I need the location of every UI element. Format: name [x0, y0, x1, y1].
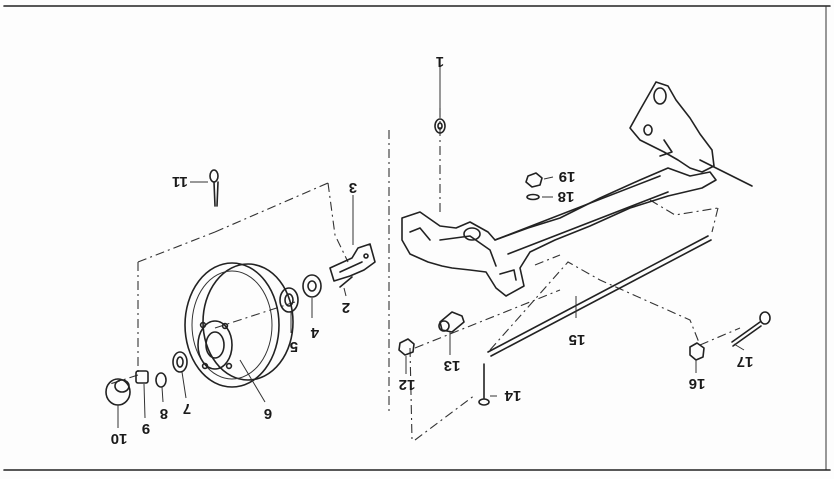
callout-4: 4 — [310, 324, 319, 341]
nut-top — [434, 118, 446, 134]
washer — [155, 372, 167, 388]
callout-15: 15 — [569, 331, 586, 348]
outer-bearing — [172, 351, 188, 373]
callout-2: 2 — [342, 299, 350, 316]
callout-11: 11 — [172, 173, 188, 190]
callout-leaders — [117, 62, 745, 428]
bolt-14 — [478, 363, 490, 406]
callout-17: 17 — [737, 353, 754, 370]
brake-drum — [184, 262, 294, 388]
callout-3: 3 — [349, 179, 357, 196]
seal — [302, 274, 322, 298]
callout-5: 5 — [290, 338, 298, 355]
callout-13: 13 — [444, 357, 461, 374]
trailing-arm-mount — [629, 81, 753, 187]
cotter-pin — [209, 169, 219, 207]
bolt-17 — [731, 311, 771, 347]
nut-lock — [135, 370, 149, 384]
callouts: 1 2 3 4 5 6 7 8 9 10 11 12 13 14 15 16 1… — [111, 53, 754, 447]
callout-14: 14 — [504, 387, 521, 404]
bushing-13 — [438, 311, 465, 333]
page-border — [3, 5, 831, 471]
nut-16 — [689, 342, 705, 361]
inner-bearing — [279, 287, 299, 313]
axle-beam — [401, 167, 717, 297]
callout-9: 9 — [142, 420, 150, 437]
callout-6: 6 — [264, 405, 272, 422]
callout-8: 8 — [160, 405, 168, 422]
callout-1: 1 — [436, 53, 444, 70]
callout-7: 7 — [183, 400, 191, 417]
track-rod — [487, 235, 712, 357]
nut-12 — [398, 338, 415, 356]
nut-19 — [525, 172, 543, 188]
stub-bolt — [339, 276, 353, 288]
callout-10: 10 — [111, 430, 128, 447]
callout-12: 12 — [399, 376, 416, 393]
callout-16: 16 — [689, 375, 706, 392]
washer-18 — [526, 193, 540, 201]
callout-18: 18 — [558, 188, 575, 205]
callout-19: 19 — [559, 168, 576, 185]
grease-cap — [105, 378, 131, 406]
stub-axle — [329, 243, 376, 282]
assembly-leaders — [109, 108, 741, 441]
